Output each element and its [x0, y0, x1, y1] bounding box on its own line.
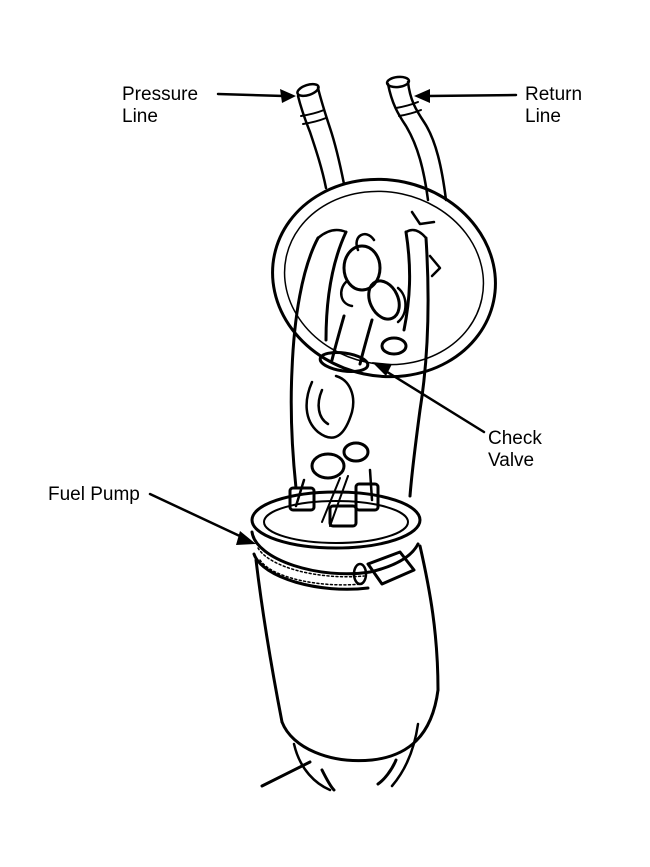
check-valve-label: Check Valve	[488, 428, 547, 471]
hose-clamp	[250, 530, 420, 591]
pump-housing	[289, 228, 430, 498]
return-line-arrow	[414, 89, 518, 103]
mounting-flange	[271, 177, 497, 379]
check-valve	[318, 232, 408, 374]
pressure-line-label-line1: Pressure	[122, 84, 198, 105]
check-valve-label-line1: Check	[488, 428, 542, 449]
check-valve-label-line2: Valve	[488, 450, 534, 471]
internal-wiring	[288, 374, 380, 528]
return-line-label-line1: Return	[525, 84, 582, 105]
fuel-pump-body	[254, 544, 440, 792]
pressure-line-tube	[296, 82, 346, 190]
check-valve-arrow	[372, 362, 486, 434]
return-line-label: Return Line	[525, 84, 587, 127]
fuel-pump-arrow	[148, 492, 256, 545]
strainer-hose	[260, 758, 398, 792]
pressure-line-arrow	[216, 89, 296, 103]
pressure-line-label: Pressure Line	[122, 84, 203, 127]
return-line-tube	[385, 75, 448, 202]
return-line-label-line2: Line	[525, 106, 561, 127]
fuel-pump-label-line1: Fuel Pump	[48, 484, 140, 505]
pressure-line-label-line2: Line	[122, 106, 158, 127]
pump-top-ring	[250, 490, 422, 550]
fuel-pump-label: Fuel Pump	[48, 484, 140, 505]
